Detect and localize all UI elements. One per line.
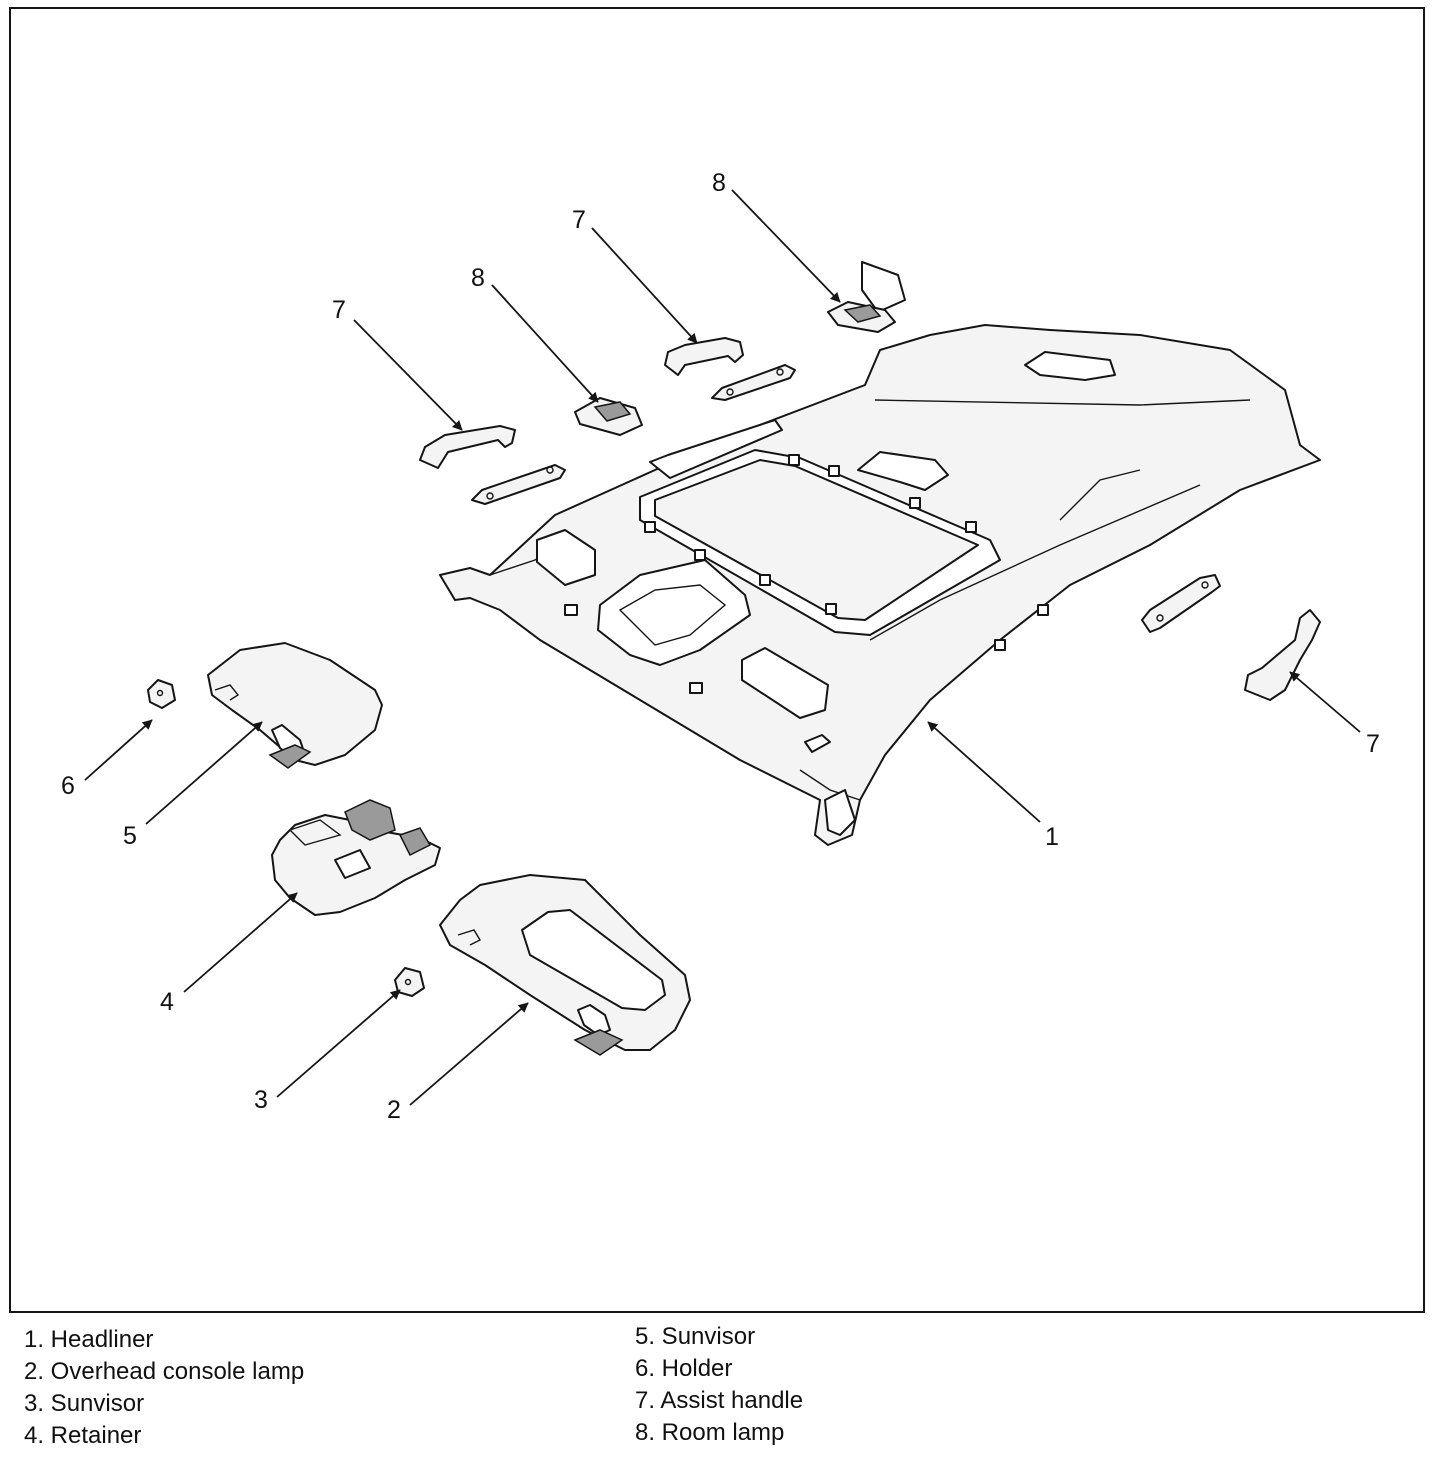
headliner-drawing <box>439 261 1321 846</box>
callout-8-lower: 8 <box>471 264 485 292</box>
assist-handle-left-drawing <box>419 425 566 505</box>
diagram-frame <box>9 7 1425 1313</box>
sunvisor-left-drawing <box>207 642 383 769</box>
leader-7-right <box>1289 671 1361 733</box>
callout-7-upper: 7 <box>572 206 586 234</box>
sunvisor-right-drawing <box>439 874 691 1056</box>
callout-1: 1 <box>1045 823 1059 851</box>
legend-item-sunvisor-2: 5. Sunvisor <box>635 1323 756 1350</box>
callout-labels: 1 2 3 4 5 6 7 8 7 8 7 <box>61 169 1380 1124</box>
legend-left-column: 1. Headliner 2. Overhead console lamp 3.… <box>24 1324 304 1452</box>
holder-drawing <box>147 679 176 709</box>
retainer-drawing <box>271 799 441 916</box>
leader-lines <box>84 189 1361 1106</box>
leader-2 <box>409 1002 529 1106</box>
assist-handle-upper-drawing <box>664 337 796 401</box>
assist-handle-right-drawing <box>1141 574 1321 701</box>
leader-7-upper <box>591 227 698 344</box>
callout-6: 6 <box>61 772 75 800</box>
legend-item-retainer: 4. Retainer <box>24 1422 142 1449</box>
legend-item-sunvisor: 3. Sunvisor <box>24 1390 145 1417</box>
leader-8-lower <box>491 284 599 403</box>
callout-8-upper: 8 <box>712 169 726 197</box>
leader-5 <box>145 721 263 825</box>
room-lamp-upper-drawing <box>827 301 896 333</box>
callout-7-left: 7 <box>332 296 346 324</box>
leader-6 <box>84 719 153 781</box>
callout-3: 3 <box>254 1086 268 1114</box>
callout-4: 4 <box>160 988 174 1016</box>
callout-7-right: 7 <box>1366 730 1380 758</box>
legend-item-assist-handle: 7. Assist handle <box>635 1387 804 1414</box>
legend-item-room-lamp: 8. Room lamp <box>635 1419 785 1446</box>
legend-item-overhead-console-lamp: 2. Overhead console lamp <box>24 1358 305 1385</box>
room-lamp-lower-drawing <box>574 397 643 436</box>
leader-1 <box>927 721 1041 823</box>
leader-4 <box>183 892 298 993</box>
sunvisor-clip-drawing <box>394 967 425 997</box>
callout-2: 2 <box>387 1096 401 1124</box>
legend-item-headliner: 1. Headliner <box>24 1326 154 1353</box>
legend-item-holder: 6. Holder <box>635 1355 733 1382</box>
legend-right-column: 5. Sunvisor 6. Holder 7. Assist handle 8… <box>635 1321 803 1449</box>
leader-8-upper <box>731 189 841 303</box>
leader-7-left <box>353 319 463 431</box>
leader-3 <box>276 989 401 1098</box>
callout-5: 5 <box>123 822 137 850</box>
